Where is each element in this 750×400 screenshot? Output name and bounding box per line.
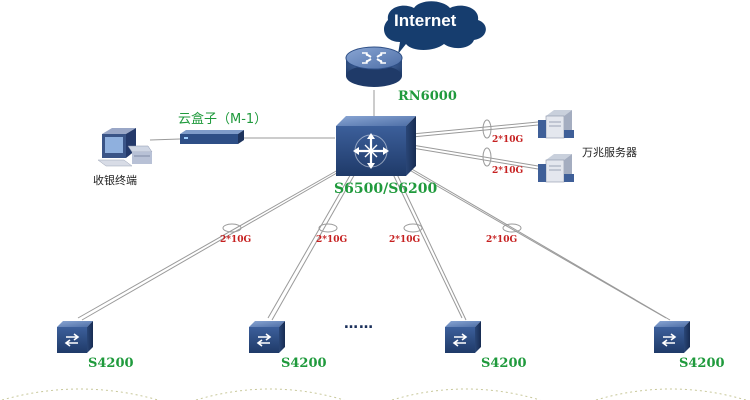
access-switch-label-2: S4200	[281, 356, 327, 371]
link-switch-access-4	[405, 167, 667, 319]
servers-label: 万兆服务器	[582, 146, 637, 159]
router-label: RN6000	[398, 89, 457, 104]
access-switch-label-3: S4200	[481, 356, 527, 371]
server-link-label-2: 2*10G	[492, 166, 524, 176]
uplink-label-4: 2*10G	[486, 235, 518, 245]
links	[77, 90, 671, 321]
access-switch-icon	[249, 321, 285, 353]
downstream-arcs	[1, 388, 747, 400]
link-switch-server-2	[411, 144, 539, 167]
uplink-label-1: 2*10G	[220, 235, 252, 245]
desktop-pc-icon	[97, 128, 153, 167]
core-switch-label: S6500/S6200	[334, 181, 438, 197]
router-icon	[345, 46, 403, 87]
server-icon	[538, 110, 574, 139]
access-switch-icon	[57, 321, 93, 353]
more-switches-ellipsis: ……	[344, 316, 374, 332]
access-switch-label-4: S4200	[679, 356, 725, 371]
link-switch-access-1	[77, 169, 339, 319]
access-switch-icon	[654, 321, 690, 353]
access-switch-icon	[445, 321, 481, 353]
link-switch-access-2	[267, 171, 353, 319]
lag-markers	[222, 119, 522, 233]
uplink-label-3: 2*10G	[389, 235, 421, 245]
server-icon	[538, 154, 574, 183]
cashier-label: 收银终端	[93, 174, 137, 187]
internet-cloud-icon	[384, 1, 486, 54]
cloud-box-device-icon	[180, 130, 244, 144]
uplink-label-2: 2*10G	[316, 235, 348, 245]
core-switch-icon	[336, 116, 416, 176]
cloud-box-label: 云盒子（M-1）	[178, 112, 268, 127]
server-link-label-1: 2*10G	[492, 135, 524, 145]
access-switch-label-1: S4200	[88, 356, 134, 371]
link-cashier-cloudbox	[149, 138, 181, 141]
link-switch-server-1	[411, 121, 539, 135]
link-switch-access-3	[391, 171, 463, 319]
internet-label: Internet	[394, 11, 457, 30]
